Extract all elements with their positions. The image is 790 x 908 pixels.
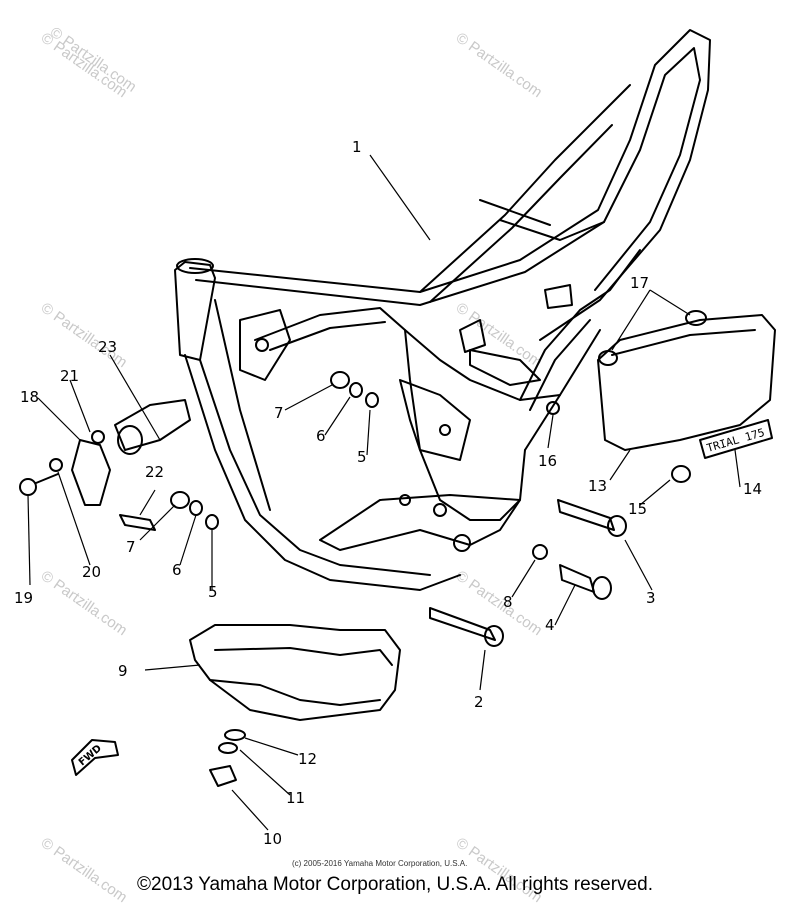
callout-15: 15 (628, 500, 647, 518)
callout-22: 22 (145, 463, 164, 481)
callout-14: 14 (743, 480, 762, 498)
callout-7: 7 (126, 538, 136, 556)
watermark: © Partzilla.com (453, 29, 546, 101)
callout-5: 5 (208, 583, 218, 601)
leader-lines (27, 154, 741, 831)
callout-3: 3 (646, 589, 656, 607)
watermark: © Partzilla.com (453, 299, 546, 371)
callout-1: 1 (352, 138, 362, 156)
callout-13: 13 (588, 477, 607, 495)
callout-17: 17 (630, 274, 649, 292)
callout-11: 11 (286, 789, 305, 807)
copyright-notice: ©2013 Yamaha Motor Corporation, U.S.A. A… (137, 874, 653, 895)
callout-6: 6 (316, 427, 326, 445)
callout-8: 8 (503, 593, 513, 611)
callout-20: 20 (82, 563, 101, 581)
callout-7: 7 (274, 404, 284, 422)
callout-23: 23 (98, 338, 117, 356)
callout-labels: 1 2 3 4 5 5 6 6 7 7 8 9 10 11 12 13 14 1… (14, 138, 762, 848)
callout-4: 4 (545, 616, 555, 634)
watermark: © Partzilla.com (38, 299, 131, 371)
callout-9: 9 (118, 662, 128, 680)
source-line: (c) 2005-2016 Yamaha Motor Corporation, … (292, 859, 467, 868)
callout-18: 18 (20, 388, 39, 406)
callout-5: 5 (357, 448, 367, 466)
frame-assembly (19, 29, 776, 787)
callout-6: 6 (172, 561, 182, 579)
callout-12: 12 (298, 750, 317, 768)
callout-21: 21 (60, 367, 79, 385)
fwd-label: FWD (77, 743, 104, 768)
callout-19: 19 (14, 589, 33, 607)
callout-16: 16 (538, 452, 557, 470)
callout-2: 2 (474, 693, 484, 711)
callout-10: 10 (263, 830, 282, 848)
